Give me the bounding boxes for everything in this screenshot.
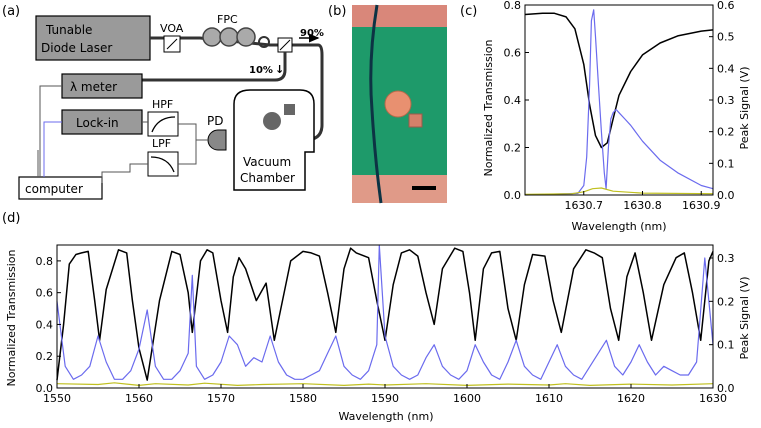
chart-c-xlabel: Wavelength (nm)	[571, 220, 666, 233]
fiber-10-tap	[140, 52, 287, 82]
hpf-response-icon	[151, 116, 176, 133]
chart-c-ylabel-right: Peak Signal (V)	[738, 66, 751, 149]
panel-b-micrograph: (b)	[328, 4, 447, 204]
chart-d-xlabel: Wavelength (nm)	[338, 410, 433, 423]
chart-c-ytick-right-label-0: 0.0	[717, 189, 735, 202]
chart-d-series-0	[56, 247, 714, 381]
lambda-meter-label: λ meter	[70, 80, 117, 94]
chart-c-ytick-right-label-4: 0.4	[717, 62, 735, 75]
micro-square	[408, 113, 423, 128]
fpc-loop-icon	[258, 36, 270, 48]
chamber-disk-icon	[263, 112, 281, 130]
voa-slash-icon	[166, 38, 178, 50]
computer-label: computer	[25, 182, 83, 196]
micrograph-top-edge	[352, 5, 447, 27]
chart-d-series-2	[56, 382, 714, 386]
lpf-box	[147, 151, 179, 177]
panel-c-chart: (c) Normalized Transmission Peak Signal …	[460, 0, 751, 233]
chart-d-ytick-label-2: 0.4	[36, 318, 54, 331]
panel-label-c: (c)	[460, 4, 477, 19]
chart-d-xtick-label-7: 1620	[617, 392, 645, 405]
lpf-response-icon	[150, 156, 175, 173]
chart-d-ytick-right-label-3: 0.3	[717, 252, 735, 265]
tapered-fiber	[369, 4, 383, 204]
chart-d-ytick-label-4: 0.8	[36, 255, 54, 268]
splitter-slash-icon	[279, 39, 291, 51]
chart-c-ytick-right-label-6: 0.6	[717, 0, 735, 12]
chart-d-ylabel-right: Peak Signal (V)	[738, 276, 751, 359]
chart-c-ytick-right-label-3: 0.3	[717, 94, 735, 107]
chart-c-series-1	[524, 9, 714, 196]
chart-d-xtick-label-8: 1630	[699, 392, 727, 405]
panel-d-chart: (d) Normalized Transmission Peak Signal …	[2, 211, 751, 423]
split-90-label: 90%	[300, 28, 324, 39]
voa-label: VOA	[160, 22, 184, 35]
chart-c-ytick-right-label-5: 0.5	[717, 31, 735, 44]
fpc-paddle-1	[202, 27, 222, 47]
chart-d-xtick-label-4: 1590	[371, 392, 399, 405]
chart-c-xtick-label-1: 1630.8	[623, 199, 662, 212]
chart-c-xtick-label-0: 1630.7	[565, 199, 604, 212]
chart-c-ylabel: Normalized Transmission	[482, 40, 495, 177]
hpf-box	[147, 111, 179, 137]
laser-box	[35, 15, 151, 61]
microdisk	[384, 90, 412, 118]
lockin-box	[61, 109, 143, 135]
chart-d-xtick-label-6: 1610	[535, 392, 563, 405]
chart-d-xtick-label-2: 1570	[207, 392, 235, 405]
chart-d-xtick-label-0: 1550	[43, 392, 71, 405]
panel-label-a: (a)	[2, 4, 20, 19]
split-10-label: 10%	[249, 65, 273, 76]
chart-d-xtick-label-3: 1580	[289, 392, 317, 405]
photodiode-icon	[207, 129, 227, 151]
fpc-paddle-3	[236, 27, 256, 47]
chart-d-ytick-label-3: 0.6	[36, 287, 54, 300]
chart-c-ytick-right-label-2: 0.2	[717, 126, 735, 139]
chart-c-frame	[524, 4, 714, 196]
panel-label-d: (d)	[2, 211, 20, 226]
panel-label-b: (b)	[328, 4, 346, 19]
split-10-arrow-icon: ↓	[275, 63, 284, 76]
chart-d-xtick-label-1: 1560	[125, 392, 153, 405]
scale-bar	[412, 186, 436, 190]
lockin-label: Lock-in	[76, 116, 119, 130]
chart-d-xtick-label-5: 1600	[453, 392, 481, 405]
chamber-label-line2: Chamber	[240, 171, 295, 185]
chart-d-ytick-label-1: 0.2	[36, 350, 54, 363]
chart-c-ytick-label-4: 0.8	[504, 0, 522, 12]
computer-box	[18, 176, 103, 200]
chart-d-ylabel: Normalized Transmission	[5, 250, 18, 387]
laser-label-line1: Tunable	[45, 23, 92, 37]
chart-d-ytick-right-label-2: 0.2	[717, 295, 735, 308]
chart-c-ytick-right-label-1: 0.1	[717, 157, 735, 170]
chart-c-ytick-label-0: 0.0	[504, 189, 522, 202]
lambda-meter-box	[61, 73, 143, 99]
hpf-label: HPF	[152, 98, 173, 111]
chart-d-ytick-right-label-0: 0.0	[717, 382, 735, 395]
lpf-label: LPF	[152, 137, 171, 150]
chart-c-ytick-label-3: 0.6	[504, 47, 522, 60]
fpc-paddle-2	[219, 27, 239, 47]
chart-c-ytick-label-1: 0.2	[504, 142, 522, 155]
chart-d-ytick-right-label-1: 0.1	[717, 339, 735, 352]
chart-d-ytick-label-0: 0.0	[36, 382, 54, 395]
chart-d-series-1	[56, 244, 714, 380]
chart-c-ytick-label-2: 0.4	[504, 94, 522, 107]
chart-c-series-2	[524, 187, 714, 195]
chamber-label-line1: Vacuum	[243, 155, 291, 169]
chart-c-series-0	[524, 12, 714, 149]
chamber-chip-icon	[284, 104, 295, 115]
chart-c-xtick-label-2: 1630.9	[682, 199, 721, 212]
panel-a-setup: (a) Tunable Diode Laser VOA FPC 90% 10% …	[2, 4, 324, 200]
fpc-label: FPC	[217, 13, 238, 26]
laser-label-line2: Diode Laser	[41, 41, 112, 55]
signal-wires	[37, 85, 208, 183]
pd-label: PD	[207, 114, 223, 128]
